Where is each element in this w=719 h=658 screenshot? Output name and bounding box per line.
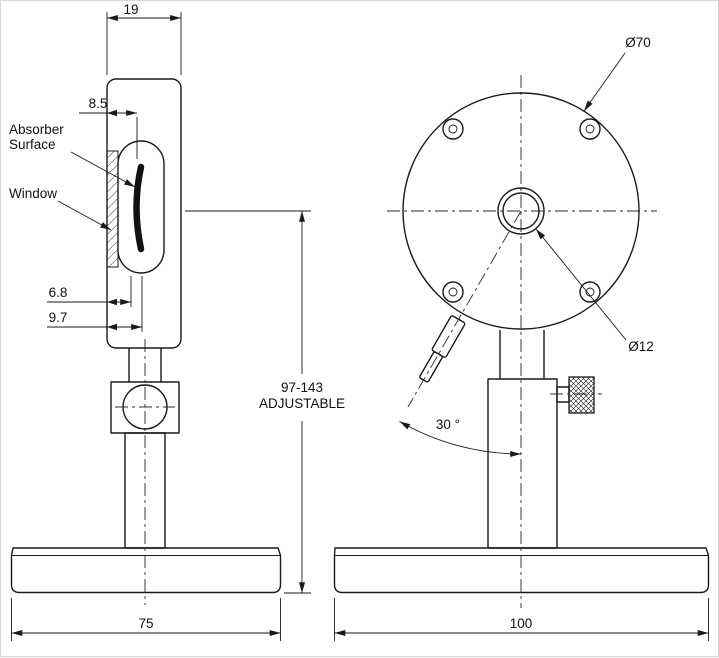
absorber-surface <box>133 163 145 253</box>
window-glass <box>106 150 119 268</box>
mounting-hole-bottom-left <box>442 281 464 303</box>
absorber-housing <box>117 140 165 274</box>
dim-aperture-diameter: Ø12 <box>535 228 654 354</box>
absorber-label-line2: Surface <box>9 137 56 152</box>
connector-axis-centerline <box>407 210 522 408</box>
dim-connector-angle-label: 30 ° <box>436 417 460 432</box>
stand-base-side <box>10 547 282 594</box>
front-stem <box>499 330 545 379</box>
mounting-hole-top-left <box>442 118 464 140</box>
dim-connector-angle: 30 ° <box>399 417 522 457</box>
sensor-head-front <box>402 92 640 330</box>
dim-surface-offset-label: 9.7 <box>49 310 68 325</box>
dim-aperture-diameter-label: Ø12 <box>628 339 654 354</box>
mounting-hole-bottom-right <box>579 281 601 303</box>
window-callout: Window <box>9 186 112 231</box>
cable-connector <box>419 315 466 383</box>
dim-base-width-side: 75 <box>11 598 281 641</box>
side-view: 19 8.5 Absorber Surface Window 6.8 <box>9 2 345 641</box>
dim-surface-offset: 9.7 <box>47 276 143 332</box>
dim-height-range-label: 97-143 <box>281 380 323 395</box>
dim-height-note-label: ADJUSTABLE <box>259 396 345 411</box>
dim-window-offset-label: 6.8 <box>49 285 68 300</box>
dim-base-width-front-label: 100 <box>510 616 533 631</box>
dim-absorber-offset-label: 8.5 <box>89 96 108 111</box>
dim-base-width-front: 100 <box>334 598 709 641</box>
aperture-inner <box>502 192 540 230</box>
absorber-surface-callout: Absorber Surface <box>9 122 136 188</box>
stand-base-front <box>333 547 710 594</box>
dim-head-diameter-label: Ø70 <box>625 35 651 50</box>
dim-head-width: 19 <box>106 2 182 75</box>
dim-adjustable-height: 97-143 ADJUSTABLE <box>185 210 345 594</box>
absorber-label-line1: Absorber <box>9 122 64 137</box>
mounting-hole-top-right <box>579 118 601 140</box>
stand-post-front <box>487 378 558 549</box>
thumbscrew-knurled-head <box>568 376 595 414</box>
dim-head-width-label: 19 <box>123 2 138 17</box>
dim-base-width-side-label: 75 <box>138 616 153 631</box>
dim-absorber-offset: 8.5 <box>79 96 138 159</box>
window-label: Window <box>9 186 57 201</box>
dim-window-offset: 6.8 <box>47 276 132 307</box>
sensor-stem <box>128 348 162 382</box>
dim-head-diameter: Ø70 <box>583 35 651 112</box>
front-view: Ø70 Ø12 30 ° 100 <box>333 35 710 641</box>
aperture-outer <box>497 187 545 235</box>
thumbscrew <box>550 376 602 414</box>
